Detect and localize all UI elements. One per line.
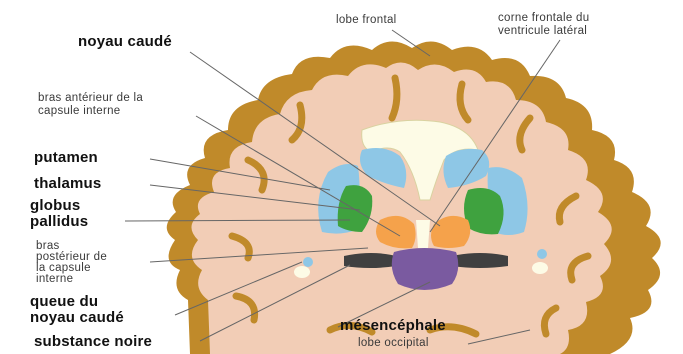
label-bras-anterieur-line1: bras antérieur de la	[38, 92, 143, 105]
label-substance-noire: substance noire	[34, 334, 152, 349]
label-lobe-frontal: lobe frontal	[336, 15, 397, 27]
label-bras-anterieur-line2: capsule interne	[38, 105, 143, 118]
label-globus-line1: globus	[30, 198, 88, 214]
label-queue-line2: noyau caudé	[30, 310, 124, 326]
label-queue-noyau-caude: queue du noyau caudé	[30, 294, 124, 326]
label-queue-line1: queue du	[30, 294, 124, 310]
label-corne-frontale-line2: ventricule latéral	[498, 25, 589, 38]
midbrain	[392, 248, 459, 290]
label-bras-posterieur-line4: interne	[36, 274, 107, 285]
label-globus-pallidus: globus pallidus	[30, 198, 88, 230]
substantia-nigra	[344, 253, 396, 268]
label-lobe-occipital: lobe occipital	[358, 338, 429, 350]
label-thalamus: thalamus	[34, 176, 101, 191]
ventricle-temporal-right	[532, 262, 548, 274]
tail-of-caudate-left	[303, 257, 313, 267]
tail-of-caudate-right	[537, 249, 547, 259]
label-corne-frontale: corne frontale du ventricule latéral	[498, 12, 589, 38]
label-noyau-caude: noyau caudé	[78, 34, 172, 49]
third-ventricle	[416, 220, 430, 248]
substantia-nigra-right	[452, 253, 508, 268]
label-corne-frontale-line1: corne frontale du	[498, 12, 589, 25]
label-bras-posterieur: bras postérieur de la capsule interne	[36, 241, 107, 285]
ventricle-temporal-left	[294, 266, 310, 278]
label-bras-anterieur: bras antérieur de la capsule interne	[38, 92, 143, 118]
label-putamen: putamen	[34, 150, 98, 165]
label-globus-line2: pallidus	[30, 214, 88, 230]
label-mesencephale: mésencéphale	[340, 318, 446, 333]
